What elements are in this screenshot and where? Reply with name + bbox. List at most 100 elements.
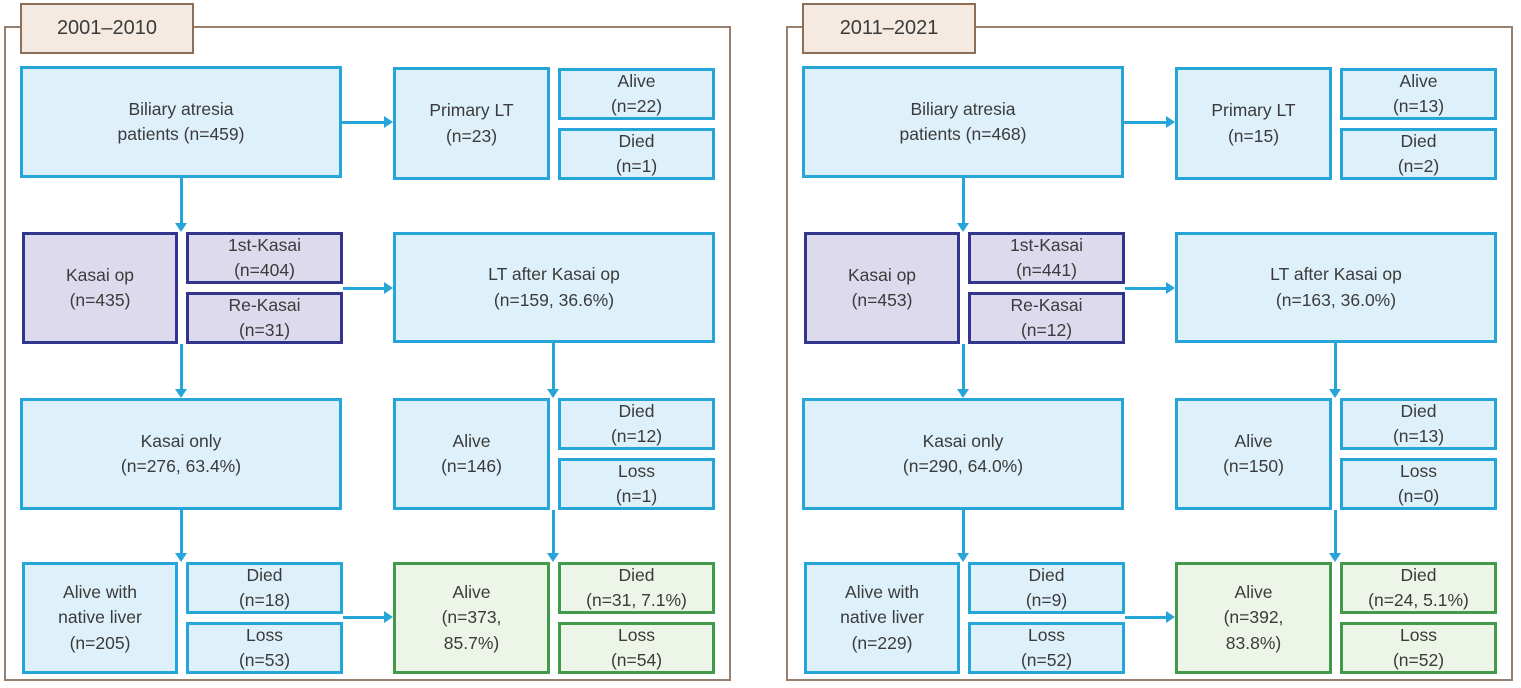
box-text-line: Alive (452, 430, 491, 451)
box-text-line: Biliary atresia (128, 98, 234, 119)
box-text-line: (n=52) (1020, 650, 1073, 670)
box-text-line: (n=18) (238, 590, 291, 610)
box-text-line: (n=453) (851, 290, 913, 310)
box-text-line: (n=441) (1016, 260, 1077, 280)
box-text-line: Alive (1399, 70, 1438, 91)
native-loss-box: Loss (n=53) (186, 622, 343, 674)
box-text-line: Primary LT (429, 100, 514, 121)
box-text-line: Loss (618, 624, 655, 645)
kasai-op-box: Kasai op (n=435) (22, 232, 178, 344)
box-text-line: (n=54) (610, 650, 663, 670)
arrow-alive-to-total (1329, 510, 1341, 562)
arrow-kasai-to-lt-after (343, 282, 393, 294)
alive-native-liver-box: Alive with native liver (n=205) (22, 562, 178, 674)
biliary-atresia-box: Biliary atresia patients (n=468) (802, 66, 1124, 178)
primary-lt-died-box: Died (n=1) (558, 128, 715, 180)
box-text-line: Primary LT (1211, 100, 1296, 121)
box-text-line: patients (n=459) (117, 124, 245, 144)
box-text-line: Loss (1400, 624, 1437, 645)
arrow-kasai-to-kasai-only (175, 344, 187, 398)
arrow-kasai-to-lt-after (1125, 282, 1175, 294)
box-text-line: Died (1028, 564, 1065, 585)
re-kasai-box: Re-Kasai (n=12) (968, 292, 1125, 344)
box-text-line: (n=435) (69, 290, 131, 310)
box-text-line: LT after Kasai op (488, 264, 620, 285)
lt-alive-box: Alive (n=150) (1175, 398, 1332, 510)
kasai-op-box: Kasai op (n=453) (804, 232, 960, 344)
box-text-line: (n=24, 5.1%) (1368, 590, 1469, 610)
box-text-line: (n=404) (234, 260, 295, 280)
box-text-line: Alive with (63, 581, 137, 602)
panel-2001-2010: 2001–2010 Biliary atresia patients (n=45… (0, 0, 739, 688)
box-text-line: (n=31) (238, 320, 291, 340)
arrow-native-to-total (1125, 611, 1175, 623)
box-text-line: (n=53) (238, 650, 291, 670)
panel-frame (786, 26, 1513, 681)
box-text-line: Loss (1400, 460, 1437, 481)
box-text-line: Alive (617, 70, 656, 91)
arrow-kasai-only-to-native (957, 510, 969, 562)
lt-loss-box: Loss (n=0) (1340, 458, 1497, 510)
lt-after-kasai-box: LT after Kasai op (n=159, 36.6%) (393, 232, 715, 343)
box-text-line: Died (246, 564, 283, 585)
box-text-line: (n=290, 64.0%) (902, 456, 1024, 476)
box-text-line: Kasai only (922, 430, 1004, 451)
box-text-line: (n=52) (1392, 650, 1445, 670)
total-loss-box: Loss (n=52) (1340, 622, 1497, 674)
box-text-line: Died (1400, 564, 1437, 585)
box-text-line: 85.7%) (443, 632, 500, 653)
box-text-line: Died (1400, 130, 1437, 151)
box-text-line: Alive (1234, 430, 1273, 451)
box-text-line: Died (618, 564, 655, 585)
period-label: 2011–2021 (802, 3, 976, 54)
arrow-kasai-only-to-native (175, 510, 187, 562)
lt-died-box: Died (n=12) (558, 398, 715, 450)
primary-lt-alive-box: Alive (n=13) (1340, 68, 1497, 120)
alive-native-liver-box: Alive with native liver (n=229) (804, 562, 960, 674)
box-text-line: native liver (58, 607, 142, 628)
native-died-box: Died (n=18) (186, 562, 343, 614)
box-text-line: (n=23) (445, 125, 498, 146)
primary-lt-box: Primary LT (n=23) (393, 67, 550, 180)
lt-after-kasai-box: LT after Kasai op (n=163, 36.0%) (1175, 232, 1497, 343)
lt-loss-box: Loss (n=1) (558, 458, 715, 510)
box-text-line: (n=1) (615, 156, 658, 176)
box-text-line: 83.8%) (1225, 632, 1282, 653)
arrow-kasai-to-kasai-only (957, 344, 969, 398)
primary-lt-alive-box: Alive (n=22) (558, 68, 715, 120)
box-text-line: 1st-Kasai (228, 234, 301, 255)
box-text-line: (n=31, 7.1%) (586, 590, 687, 610)
box-text-line: (n=22) (610, 96, 663, 116)
box-text-line: (n=159, 36.6%) (493, 289, 615, 310)
box-text-line: (n=13) (1392, 96, 1445, 116)
kasai-only-box: Kasai only (n=276, 63.4%) (20, 398, 342, 510)
box-text-line: (n=205) (69, 632, 131, 653)
arrow-lt-after-to-alive (1329, 343, 1341, 398)
box-text-line: Died (618, 130, 655, 151)
box-text-line: (n=392, (1223, 607, 1284, 628)
arrow-biliary-to-primary-lt (342, 116, 393, 128)
box-text-line: Re-Kasai (1010, 294, 1083, 315)
box-text-line: Kasai op (65, 264, 135, 285)
box-text-line: Kasai op (847, 264, 917, 285)
total-died-box: Died (n=31, 7.1%) (558, 562, 715, 614)
box-text-line: 1st-Kasai (1010, 234, 1083, 255)
period-label-text: 2001–2010 (56, 17, 158, 39)
primary-lt-box: Primary LT (n=15) (1175, 67, 1332, 180)
box-text-line: Biliary atresia (910, 98, 1016, 119)
box-text-line: (n=2) (1397, 156, 1440, 176)
panel-frame (4, 26, 731, 681)
arrow-native-to-total (343, 611, 393, 623)
box-text-line: Re-Kasai (228, 294, 301, 315)
box-text-line: native liver (840, 607, 924, 628)
box-text-line: (n=163, 36.0%) (1275, 289, 1397, 310)
box-text-line: Alive with (845, 581, 919, 602)
box-text-line: (n=150) (1223, 456, 1284, 476)
arrow-alive-to-total (547, 510, 559, 562)
box-text-line: (n=373, (441, 607, 502, 628)
box-text-line: (n=276, 63.4%) (120, 456, 242, 476)
box-text-line: (n=12) (1020, 320, 1073, 340)
lt-alive-box: Alive (n=146) (393, 398, 550, 510)
box-text-line: Alive (1234, 581, 1273, 602)
